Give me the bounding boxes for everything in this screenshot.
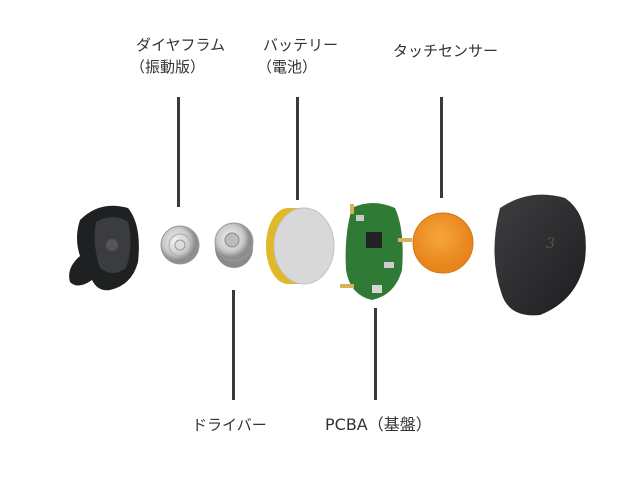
touch-sensor-leader-line — [440, 97, 443, 198]
battery-label-line1: バッテリー — [263, 36, 339, 54]
pcba-leader-line — [374, 308, 377, 400]
driver-label: ドライバー — [192, 416, 267, 434]
touch-sensor-label: タッチセンサー — [393, 42, 499, 60]
pcba-label: PCBA（基盤） — [325, 415, 432, 434]
battery — [266, 207, 335, 285]
diaphragm-label: ダイヤフラム （振動版） — [130, 34, 226, 78]
diaphragm — [160, 225, 200, 265]
open-housing — [69, 205, 139, 291]
diaphragm-label-line1: ダイヤフラム — [136, 36, 226, 54]
driver — [214, 222, 254, 268]
diaphragm-leader-line — [177, 97, 180, 207]
svg-text:3: 3 — [546, 236, 555, 252]
pcb — [340, 203, 412, 300]
battery-label: バッテリー （電池） — [257, 34, 339, 78]
battery-label-line2: （電池） — [257, 58, 318, 76]
driver-leader-line — [232, 290, 235, 400]
diaphragm-label-line2: （振動版） — [130, 58, 206, 76]
earbud-shell: 3 — [494, 194, 586, 316]
touch-sensor — [412, 212, 474, 274]
battery-leader-line — [296, 97, 299, 200]
